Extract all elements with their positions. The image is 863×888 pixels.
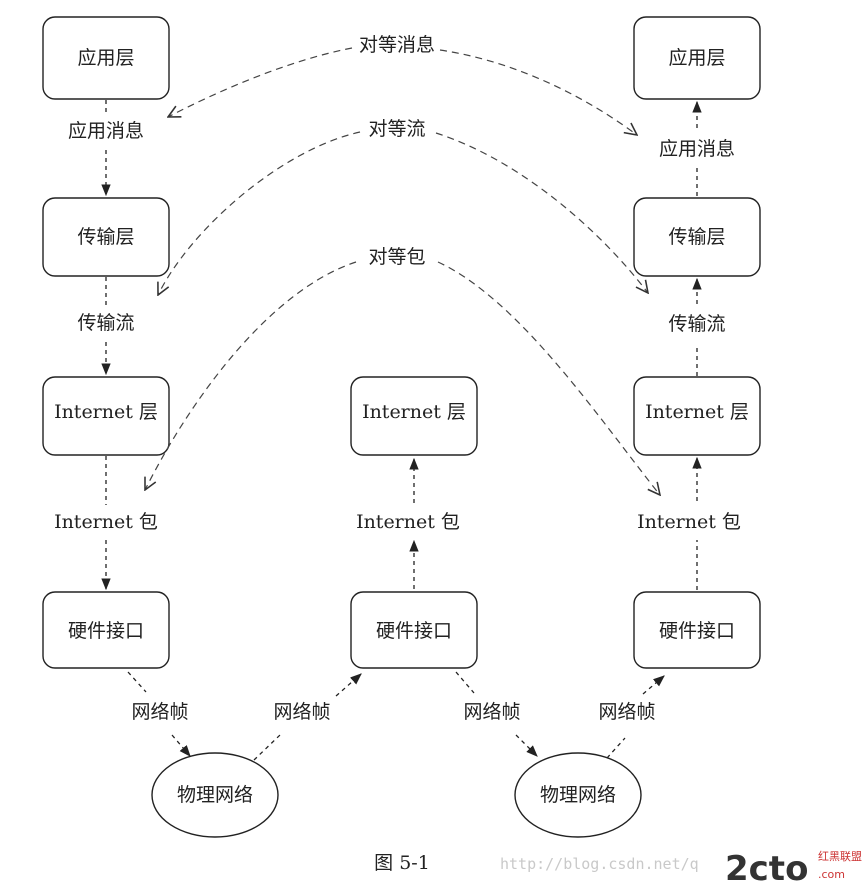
frame-label-1: 网络帧	[131, 701, 188, 723]
watermark-logo-text: 2cto	[725, 849, 808, 888]
right-internet-packet-label: Internet 包	[637, 511, 741, 533]
frame-label-3: 网络帧	[463, 701, 520, 723]
right-hardware-interface-label: 硬件接口	[659, 620, 735, 642]
watermark-url: http://blog.csdn.net/q	[500, 855, 699, 873]
right-physical-network: 物理网络	[514, 752, 642, 838]
right-transport-stream-label: 传输流	[668, 313, 725, 335]
watermark-logo-suffix: .com	[818, 868, 845, 881]
peer-packet-curve-left	[145, 261, 357, 490]
right-internet-layer-box: Internet 层	[633, 376, 761, 456]
right-application-layer-box: 应用层	[633, 16, 761, 100]
left-network-frame-line	[253, 734, 281, 761]
left-application-layer-box: 应用层	[42, 16, 170, 100]
middle-hardware-interface-label: 硬件接口	[376, 620, 452, 642]
middle-hardware-interface-box: 硬件接口	[350, 591, 478, 669]
left-physical-network: 物理网络	[151, 752, 279, 838]
peer-packet-label: 对等包	[368, 246, 425, 268]
left-internet-layer-box: Internet 层	[42, 376, 170, 456]
peer-message-curve-left	[168, 47, 353, 117]
left-app-message-label: 应用消息	[68, 120, 144, 142]
left-internet-layer-label: Internet 层	[54, 401, 158, 423]
right-physical-network-label: 物理网络	[540, 784, 616, 806]
frame-label-4: 网络帧	[598, 701, 655, 723]
frame-to-right-hardware-arrow	[642, 675, 665, 695]
left-frame-to-network-arrow	[171, 734, 191, 757]
right-transport-layer-box: 传输层	[633, 197, 761, 277]
left-internet-packet-label: Internet 包	[54, 511, 158, 533]
right-internet-layer-label: Internet 层	[645, 401, 749, 423]
watermark-logo-tag: 红黑联盟	[818, 850, 862, 863]
middle-internet-packet-label: Internet 包	[356, 511, 460, 533]
middle-hardware-frame-line	[455, 671, 475, 694]
frame-to-right-network-arrow	[515, 734, 538, 757]
peer-packet-curve-right	[437, 261, 660, 495]
left-transport-layer-label: 传输层	[77, 226, 134, 248]
left-application-layer-label: 应用层	[77, 47, 134, 69]
right-app-message-label: 应用消息	[659, 138, 735, 160]
peer-stream-curve-right	[435, 132, 648, 293]
right-hardware-interface-box: 硬件接口	[633, 591, 761, 669]
peer-message-label: 对等消息	[359, 34, 435, 56]
middle-internet-layer-label: Internet 层	[362, 401, 466, 423]
left-transport-layer-box: 传输层	[42, 197, 170, 277]
left-hardware-frame-line	[127, 671, 147, 693]
right-application-layer-label: 应用层	[668, 47, 725, 69]
right-transport-layer-label: 传输层	[668, 226, 725, 248]
frame-label-2: 网络帧	[273, 701, 330, 723]
watermark-logo: 2cto 红黑联盟 .com	[725, 849, 862, 888]
peer-stream-curve-left	[158, 131, 361, 295]
peer-stream-label: 对等流	[368, 118, 425, 140]
left-physical-network-label: 物理网络	[177, 784, 253, 806]
middle-internet-layer-box: Internet 层	[350, 376, 478, 456]
left-hardware-interface-box: 硬件接口	[42, 591, 170, 669]
figure-caption: 图 5-1	[374, 852, 430, 874]
left-hardware-interface-label: 硬件接口	[68, 620, 144, 642]
peer-message-curve-right	[439, 49, 637, 135]
right-network-frame-line	[606, 737, 626, 759]
left-transport-stream-label: 传输流	[77, 312, 134, 334]
frame-to-middle-hardware-arrow	[335, 673, 362, 697]
